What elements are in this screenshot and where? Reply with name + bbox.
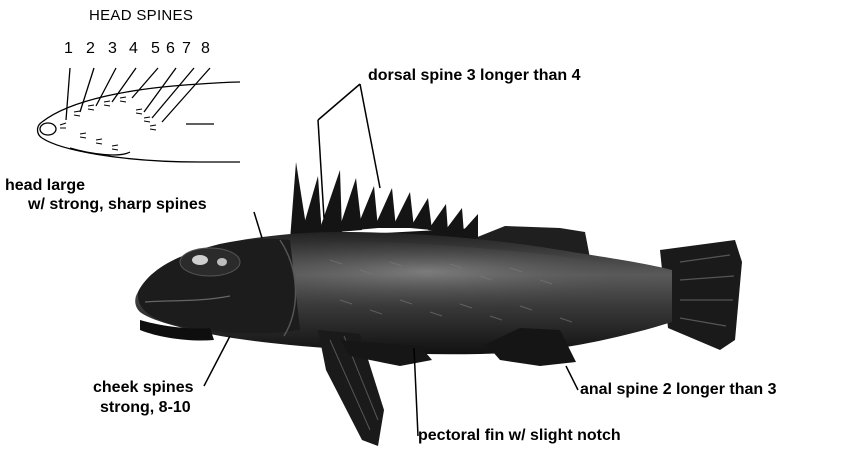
pectoral-fin-label: pectoral fin w/ slight notch [418, 426, 621, 445]
head-spines-title: HEAD SPINES [89, 6, 193, 25]
anal-pointer [566, 366, 578, 390]
dorsal-pointer-b [360, 84, 380, 188]
cheek-pointer [204, 336, 230, 386]
spine-number-8: 8 [201, 40, 210, 58]
spine-line-6 [144, 68, 176, 112]
spine-number-5: 5 [151, 40, 160, 58]
head-spines-sketch [38, 68, 241, 162]
head-pointer [254, 212, 262, 238]
spine-line-1 [66, 68, 70, 120]
cheek-spines-count-label: strong, 8-10 [100, 398, 191, 417]
caudal-fin [660, 240, 742, 350]
cheek-spines-label: cheek spines [93, 378, 194, 397]
fish-illustration [135, 162, 742, 446]
spine-number-2: 2 [86, 40, 95, 58]
head-spines-label: w/ strong, sharp spines [28, 195, 207, 214]
fish-eye [180, 248, 240, 276]
spine-number-6: 6 [166, 40, 175, 58]
spine-line-8 [162, 68, 210, 122]
anal-spine-label: anal spine 2 longer than 3 [580, 380, 777, 399]
spine-number-4: 4 [129, 40, 138, 58]
dorsal-spine-label: dorsal spine 3 longer than 4 [368, 66, 581, 85]
head-eye [40, 123, 56, 135]
spine-number-7: 7 [182, 40, 191, 58]
head-outline-bottom [42, 138, 240, 162]
spine-number-3: 3 [108, 40, 117, 58]
head-large-label: head large [5, 176, 85, 195]
spine-number-1: 1 [64, 40, 73, 58]
dorsal-pointer-a [318, 84, 360, 120]
spine-line-5 [132, 68, 158, 98]
